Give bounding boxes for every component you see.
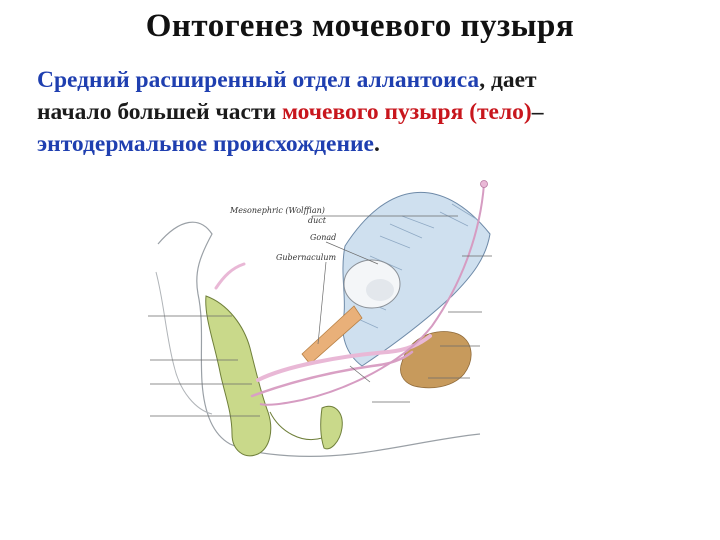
dash: –: [531, 99, 544, 125]
mesonephros: [342, 191, 491, 367]
allantois: [214, 262, 246, 290]
urogenital-sinus: [205, 295, 272, 457]
text-fragment: , дает: [479, 67, 537, 93]
bladder-embryology-diagram: Mesonephric (Wolffian) duct Gonad Gubern…: [148, 180, 492, 457]
paramesonephric-duct: [259, 183, 485, 406]
label-duct: duct: [308, 216, 327, 225]
ureter: [250, 350, 414, 398]
bladder-body-phrase: мочевого пузыря (тело): [281, 99, 532, 125]
label-gubernaculum: Gubernaculum: [276, 253, 336, 262]
cloacal-membrane: [320, 405, 343, 450]
mesonephric-duct: [256, 334, 432, 382]
rectum-wall: [269, 411, 323, 440]
body-outline: [157, 221, 481, 457]
period: .: [373, 131, 380, 157]
metanephros: [400, 331, 472, 389]
duct-end: [480, 180, 488, 188]
outline-detail: [155, 271, 213, 415]
label-gonad: Gonad: [310, 233, 336, 242]
body-text: Средний расширенный отдел аллантоиса, да…: [37, 64, 697, 160]
endoderm-phrase: энтодермальное происхождение: [37, 131, 374, 157]
label-mesonephric-duct: Mesonephric (Wolffian): [229, 206, 325, 215]
text-fragment: начало большей части: [37, 99, 282, 125]
slide-title: Онтогенез мочевого пузыря: [145, 8, 575, 44]
gonad-shading: [366, 279, 394, 301]
allantois-phrase: Средний расширенный отдел аллантоиса: [37, 67, 480, 93]
leader-lines: [148, 215, 492, 417]
